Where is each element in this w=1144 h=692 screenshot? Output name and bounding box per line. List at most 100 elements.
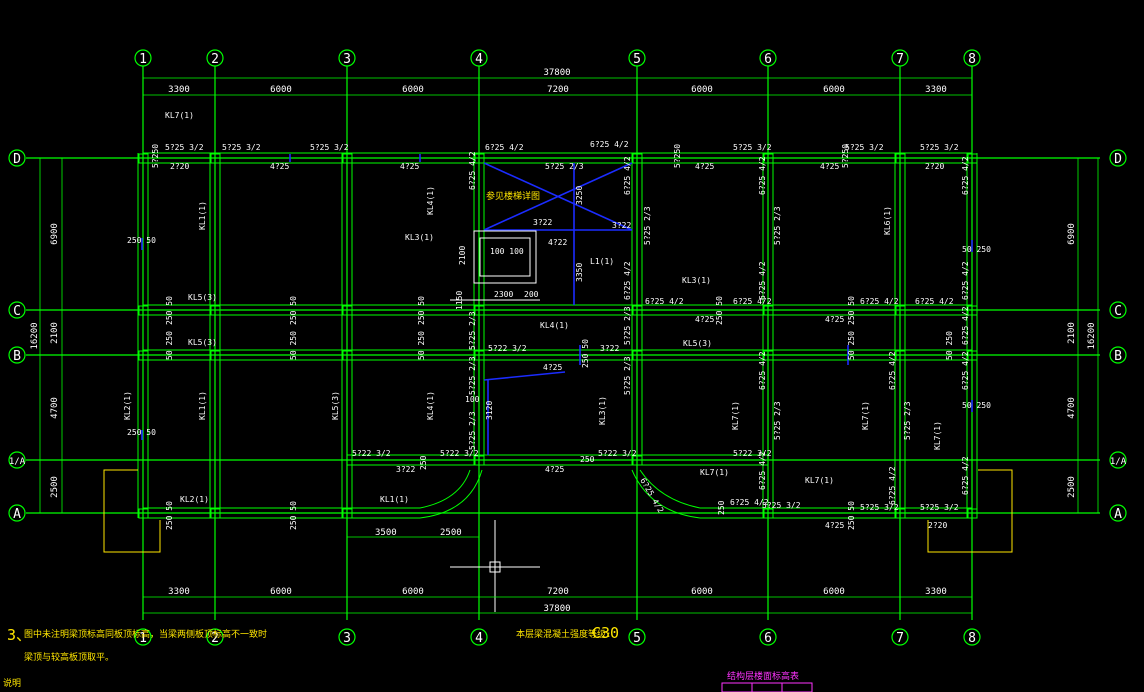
section-mark: 250 50 <box>289 296 298 325</box>
beam-mark: 5?25 2/3 <box>773 206 782 245</box>
beam-mark: 6?25 4/2 <box>758 261 767 300</box>
beam-mark: 4?25 <box>825 315 844 324</box>
right-span-dim: 4700 <box>1067 397 1077 419</box>
note-line-1: 图中未注明梁顶标高同板顶标高，当梁两侧板顶标高不一致时 <box>24 628 267 640</box>
beam-id: KL7(1) <box>805 476 834 485</box>
local-dim: 2300 <box>494 290 513 299</box>
grid-label-bottom-8: 8 <box>968 631 976 646</box>
beam-mark: 5?25 2/3 <box>903 401 912 440</box>
grid-bubbles-top <box>134 49 981 67</box>
grid-label-right-A: A <box>1114 507 1122 522</box>
section-mark: 250 50 <box>581 339 590 368</box>
grid-label-bottom-6: 6 <box>764 631 772 646</box>
section-mark: 250 50 <box>715 296 724 325</box>
beam-id: KL5(3) <box>188 293 217 302</box>
beam-mark: 5?25 3/2 <box>920 143 959 152</box>
beam-mark: 6?25 4/2 <box>961 351 970 390</box>
grid-label-bottom-4: 4 <box>475 631 483 646</box>
grid-label-right-C: C <box>1114 304 1122 319</box>
columns <box>138 153 978 519</box>
hole-size: 100 100 <box>490 247 524 256</box>
beam-id: KL7(1) <box>731 401 740 430</box>
left-span-dim: 2100 <box>50 322 60 344</box>
grid-labels-right: D C B 1/A A <box>1110 152 1127 522</box>
bottom-span-dim: 3300 <box>168 587 190 597</box>
grid-label-bottom-2: 2 <box>211 631 219 646</box>
bottom-span-dim: 6000 <box>402 587 424 597</box>
beam-mark: 5?25 2/3 <box>643 206 652 245</box>
table-title: 结构层楼面标高表 <box>727 670 799 682</box>
beam-annotations: 5?25 3/2 5?25 3/2 5?25 3/2 4?25 4?25 2?2… <box>165 140 970 530</box>
bottom-span-dim: 7200 <box>547 587 569 597</box>
beam-id: KL7(1) <box>933 421 942 450</box>
grid-label-5: 5 <box>633 52 641 67</box>
beam-mark: 5?22 3/2 <box>598 449 637 458</box>
beam-id: KL1(1) <box>198 391 207 420</box>
beam-mark: 3?22 <box>533 218 552 227</box>
section-mark: 50 250 <box>945 331 954 360</box>
beam-mark: 4?25 <box>545 465 564 474</box>
section-mark: 50 250 <box>165 331 174 360</box>
beam-id: KL5(3) <box>331 391 340 420</box>
dimension-lines <box>39 77 1099 614</box>
left-span-dim: 6900 <box>50 223 60 245</box>
beam-mark: 4?25 <box>820 162 839 171</box>
grid-bubbles-bottom <box>134 628 981 646</box>
beam-mark: 6?25 4/2 <box>961 156 970 195</box>
beam-mark: 5?22 3/2 <box>352 449 391 458</box>
beam-mark: 2?20 <box>925 162 944 171</box>
beam-mark: 5?22 3/2 <box>488 344 527 353</box>
beam-id: KL3(1) <box>598 396 607 425</box>
section-mark: 50 250 <box>847 331 856 360</box>
beam-mark: 5?25 3/2 <box>920 503 959 512</box>
bottom-span-dim: 6000 <box>691 587 713 597</box>
grid-label-6: 6 <box>764 52 772 67</box>
beam-id: KL3(1) <box>405 233 434 242</box>
beam-mark: 4?25 <box>543 363 562 372</box>
grid-frame-lines <box>26 66 1100 620</box>
left-dimensions: 6900 2100 4700 2500 16200 <box>30 223 60 498</box>
beam-ids: KL1(1) KL1(1) KL2(1) KL5(3) KL6(1) KL5(3… <box>123 111 942 504</box>
beam-mark: 3?22 <box>600 344 619 353</box>
local-dim: 1150 <box>455 291 464 310</box>
beam-mark: 5?25 3/2 <box>860 503 899 512</box>
grid-label-8: 8 <box>968 52 976 67</box>
local-dim: 2500 <box>440 528 462 538</box>
section-mark: 250 <box>580 455 595 464</box>
beam-mark: 6?25 4/2 <box>961 306 970 345</box>
grid-label-1A: 1/A <box>9 457 26 467</box>
beam-mark: 5?25 3/2 <box>222 143 261 152</box>
bottom-total-dim: 37800 <box>543 604 570 614</box>
left-total-dim: 16200 <box>30 322 40 349</box>
section-mark: 50 250 <box>962 245 991 254</box>
grid-label-right-B: B <box>1114 349 1122 364</box>
bottom-span-dim: 6000 <box>270 587 292 597</box>
section-mark: 250 50 <box>165 296 174 325</box>
bottom-span-dim: 3300 <box>925 587 947 597</box>
beam-mark: 6?25 4/2 <box>730 498 769 507</box>
right-span-dim: 2500 <box>1067 476 1077 498</box>
beam-id: KL3(1) <box>682 276 711 285</box>
section-mark: 50 250 <box>417 331 426 360</box>
grid-bubbles-right <box>1109 149 1127 522</box>
section-mark: 250 50 <box>417 296 426 325</box>
beam-mark: 5?25 2/3 <box>468 311 477 350</box>
top-span-dim: 6000 <box>402 85 424 95</box>
beam-mark: 5?25 3/2 <box>310 143 349 152</box>
beam-mark: 6?25 4/2 <box>860 297 899 306</box>
beam-mark: 5?25 3/2 <box>165 143 204 152</box>
note-caption: 说明 <box>3 677 21 689</box>
local-dim: 2100 <box>458 246 467 265</box>
stair-note: 参见楼梯详图 <box>486 190 540 202</box>
local-dim: 3250 <box>575 186 584 205</box>
grid-label-B: B <box>13 349 21 364</box>
beam-mark: 6?25 4/2 <box>485 143 524 152</box>
beam-mark: 6?25 4/2 <box>915 297 954 306</box>
beam-mark: 4?22 <box>548 238 567 247</box>
beam-mark: 5?25 3/2 <box>733 143 772 152</box>
local-dim: 3120 <box>485 401 494 420</box>
note-line-2: 梁顶与较高板顶取平。 <box>24 651 114 663</box>
bottom-dimensions: 3300 6000 6000 7200 6000 6000 3300 37800 <box>168 587 947 614</box>
beam-mark: 6?25 4/2 <box>468 151 477 190</box>
